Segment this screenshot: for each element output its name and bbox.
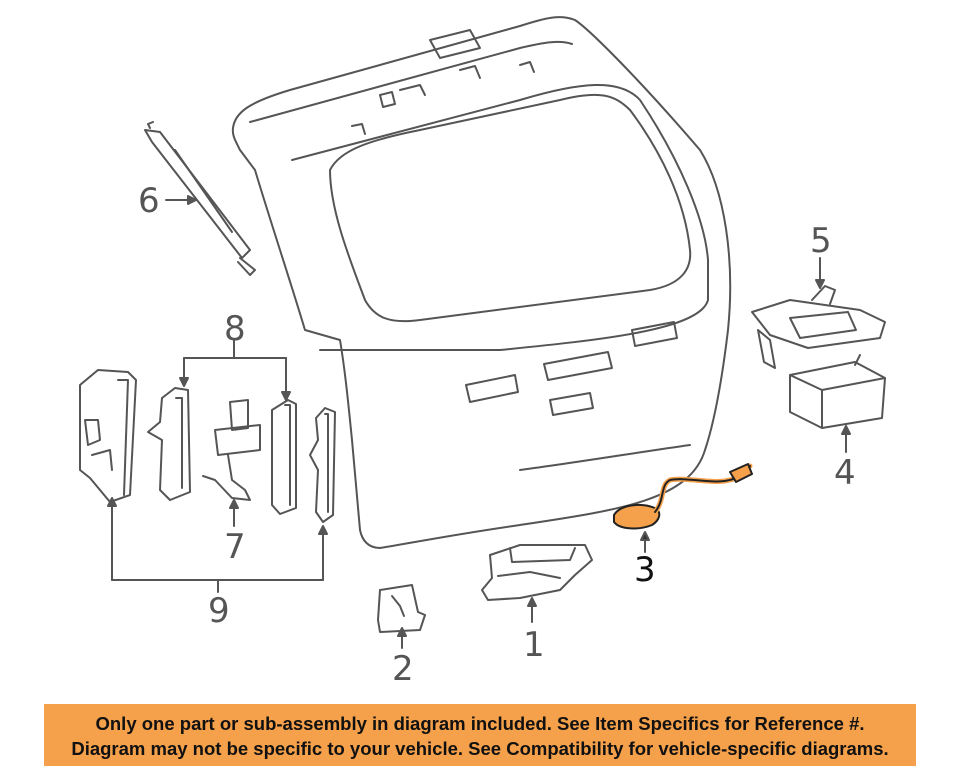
- callout-9: 9: [208, 591, 230, 631]
- disclaimer-line-2: Diagram may not be specific to your vehi…: [71, 738, 889, 759]
- lamp-lens-right: [271, 399, 297, 515]
- disclaimer-banner: Only one part or sub-assembly in diagram…: [44, 704, 916, 766]
- callout-1: 1: [523, 625, 545, 665]
- callout-5: 5: [810, 221, 832, 261]
- lift-support-strut: [144, 121, 256, 276]
- callout-3: 3: [634, 550, 656, 590]
- striker: [377, 584, 426, 633]
- left-lamp-housing: [79, 369, 137, 503]
- liftgate-panel: [231, 16, 732, 549]
- disclaimer-line-1: Only one part or sub-assembly in diagram…: [95, 713, 865, 734]
- callout-2: 2: [392, 649, 414, 689]
- callout-8: 8: [224, 309, 246, 349]
- callout-7: 7: [224, 527, 246, 567]
- release-switch-highlighted: [613, 463, 753, 530]
- bulb-socket: [202, 399, 261, 501]
- callout-4: 4: [834, 453, 856, 493]
- latch-assembly: [481, 544, 593, 601]
- control-module: [789, 354, 886, 429]
- module-bracket: [751, 285, 886, 369]
- lamp-lens-left: [147, 387, 191, 501]
- callout-6: 6: [138, 181, 160, 221]
- right-lamp-housing: [309, 407, 336, 523]
- leader-9: [111, 505, 324, 593]
- parts-diagram: [79, 16, 886, 649]
- leader-8: [183, 339, 287, 393]
